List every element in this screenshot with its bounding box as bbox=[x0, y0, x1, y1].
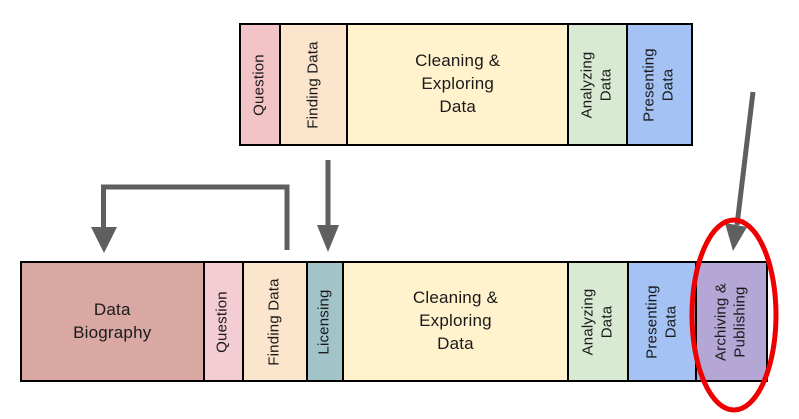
bottom-segment-archiving-publishing: Archiving & Publishing bbox=[696, 263, 766, 380]
elbow-arrow bbox=[91, 184, 290, 253]
bottom-segment-finding-data-label: Finding Data bbox=[265, 277, 283, 366]
top-segment-question: Question bbox=[241, 25, 281, 144]
top-segment-cleaning-exploring-data: Cleaning & Exploring Data bbox=[348, 25, 570, 144]
bottom-segment-presenting-data-label: Presenting Data bbox=[643, 284, 679, 359]
bottom-segment-analyzing-data-label: Analyzing Data bbox=[579, 288, 616, 355]
bottom-segment-cleaning-exploring-data: Cleaning & Exploring Data bbox=[344, 263, 569, 380]
bottom-segment-analyzing-data: Analyzing Data bbox=[568, 263, 630, 380]
elbow-arrow-line bbox=[101, 184, 290, 250]
bottom-segment-data-biography: Data Biography bbox=[22, 263, 205, 380]
bottom-process-bar: Data Biography Question Finding Data Lic… bbox=[20, 261, 768, 382]
bottom-segment-finding-data: Finding Data bbox=[243, 263, 309, 380]
top-segment-finding-data-label: Finding Data bbox=[304, 40, 322, 129]
top-segment-cleaning-exploring-data-label: Cleaning & Exploring Data bbox=[415, 51, 501, 116]
top-segment-presenting-data: Presenting Data bbox=[627, 25, 691, 144]
bottom-segment-data-biography-label: Data Biography bbox=[73, 299, 152, 342]
bottom-segment-question-label: Question bbox=[213, 290, 231, 353]
bottom-segment-presenting-data: Presenting Data bbox=[629, 263, 697, 380]
bottom-segment-licensing-label: Licensing bbox=[315, 288, 333, 355]
top-segment-analyzing-data-label: Analyzing Data bbox=[578, 51, 615, 118]
top-process-bar: Question Finding Data Cleaning & Explori… bbox=[239, 23, 693, 146]
bottom-segment-licensing: Licensing bbox=[308, 263, 345, 380]
top-segment-question-label: Question bbox=[250, 53, 268, 116]
elbow-arrowhead-icon bbox=[91, 227, 117, 253]
diagonal-arrow bbox=[725, 91, 756, 251]
diagonal-arrowhead-icon bbox=[725, 223, 747, 251]
top-segment-presenting-data-label: Presenting Data bbox=[640, 47, 677, 122]
bottom-segment-cleaning-exploring-data-label: Cleaning & Exploring Data bbox=[412, 288, 499, 353]
top-segment-analyzing-data: Analyzing Data bbox=[569, 25, 628, 144]
bottom-segment-archiving-publishing-label: Archiving & Publishing bbox=[712, 282, 749, 361]
diagonal-arrow-line bbox=[734, 91, 756, 226]
down-arrowhead-icon bbox=[317, 225, 339, 252]
top-segment-finding-data: Finding Data bbox=[280, 25, 349, 144]
down-arrow bbox=[317, 160, 339, 252]
bottom-segment-question: Question bbox=[204, 263, 244, 380]
